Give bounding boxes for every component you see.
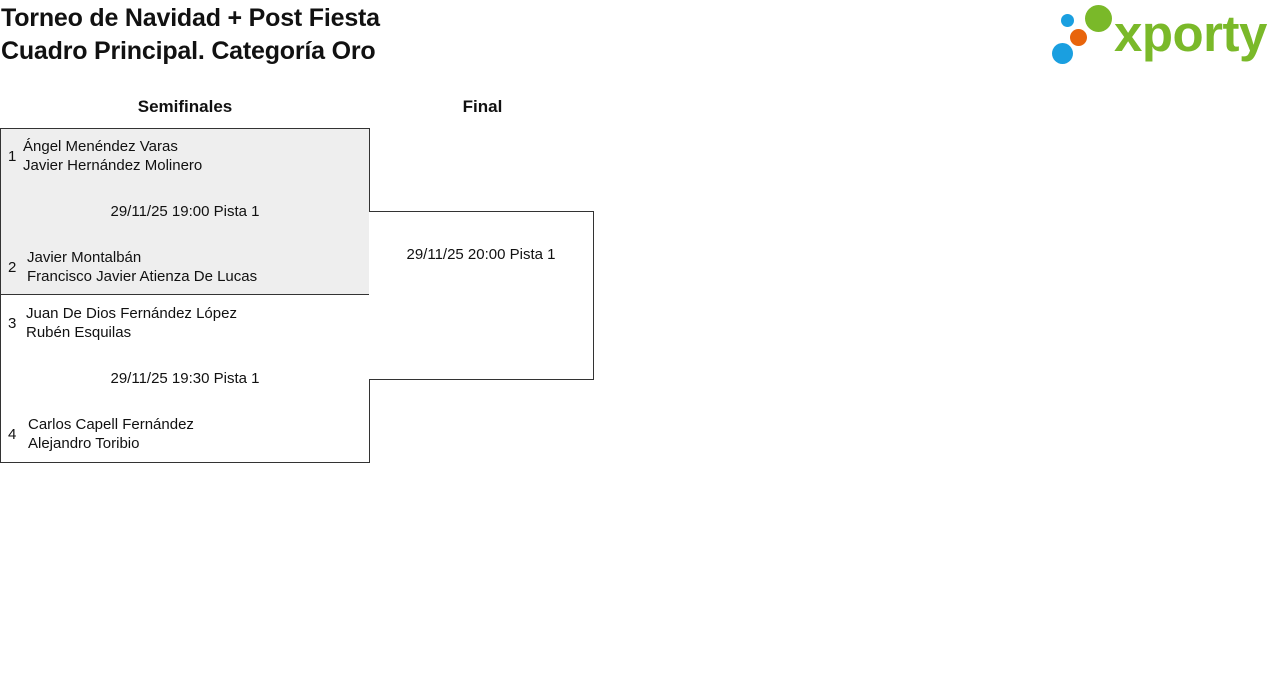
semifinal-match-2[interactable]: 3 Juan De Dios Fernández López Rubén Esq… bbox=[0, 295, 370, 463]
semifinal-match-1[interactable]: 1 Ángel Menéndez Varas Javier Hernández … bbox=[0, 128, 370, 295]
team-seed-2: 2 Javier Montalbán Francisco Javier Atie… bbox=[1, 248, 369, 288]
logo-large-blue-dot bbox=[1052, 43, 1073, 64]
player-name: Carlos Capell Fernández bbox=[28, 416, 194, 433]
final-match[interactable]: 29/11/25 20:00 Pista 1 bbox=[369, 211, 594, 380]
team-players: Juan De Dios Fernández López Rubén Esqui… bbox=[26, 304, 237, 342]
player-name: Rubén Esquilas bbox=[26, 324, 132, 341]
team-players: Ángel Menéndez Varas Javier Hernández Mo… bbox=[23, 137, 202, 175]
seed-number: 2 bbox=[8, 259, 17, 276]
player-name: Javier Montalbán bbox=[27, 249, 142, 266]
round-header-final: Final bbox=[462, 97, 503, 116]
round-header-semifinals: Semifinales bbox=[137, 97, 233, 116]
match-schedule: 29/11/25 19:30 Pista 1 bbox=[110, 370, 260, 387]
xporty-logo: xporty bbox=[1048, 2, 1278, 68]
team-seed-1: 1 Ángel Menéndez Varas Javier Hernández … bbox=[1, 137, 369, 177]
match-schedule: 29/11/25 19:00 Pista 1 bbox=[110, 203, 260, 220]
player-name: Javier Hernández Molinero bbox=[23, 157, 203, 174]
match-schedule: 29/11/25 20:00 Pista 1 bbox=[406, 246, 556, 263]
team-seed-4: 4 Carlos Capell Fernández Alejandro Tori… bbox=[1, 415, 369, 455]
player-name: Ángel Menéndez Varas bbox=[23, 138, 178, 155]
page-title: Torneo de Navidad + Post Fiesta Cuadro P… bbox=[1, 2, 380, 68]
team-seed-3: 3 Juan De Dios Fernández López Rubén Esq… bbox=[1, 304, 369, 344]
seed-number: 3 bbox=[8, 315, 17, 332]
player-name: Juan De Dios Fernández López bbox=[26, 305, 237, 322]
logo-orange-dot bbox=[1070, 29, 1087, 46]
seed-number: 1 bbox=[8, 148, 17, 165]
player-name: Alejandro Toribio bbox=[28, 435, 140, 452]
team-players: Javier Montalbán Francisco Javier Atienz… bbox=[27, 248, 257, 286]
seed-number: 4 bbox=[8, 426, 17, 443]
logo-wordmark: xporty bbox=[1114, 5, 1267, 62]
team-players: Carlos Capell Fernández Alejandro Toribi… bbox=[28, 415, 194, 453]
draw-subtitle: Cuadro Principal. Categoría Oro bbox=[1, 37, 376, 65]
logo-green-dot bbox=[1085, 5, 1112, 32]
player-name: Francisco Javier Atienza De Lucas bbox=[27, 268, 258, 285]
tournament-title: Torneo de Navidad + Post Fiesta bbox=[1, 4, 380, 32]
logo-small-blue-dot bbox=[1061, 14, 1074, 27]
